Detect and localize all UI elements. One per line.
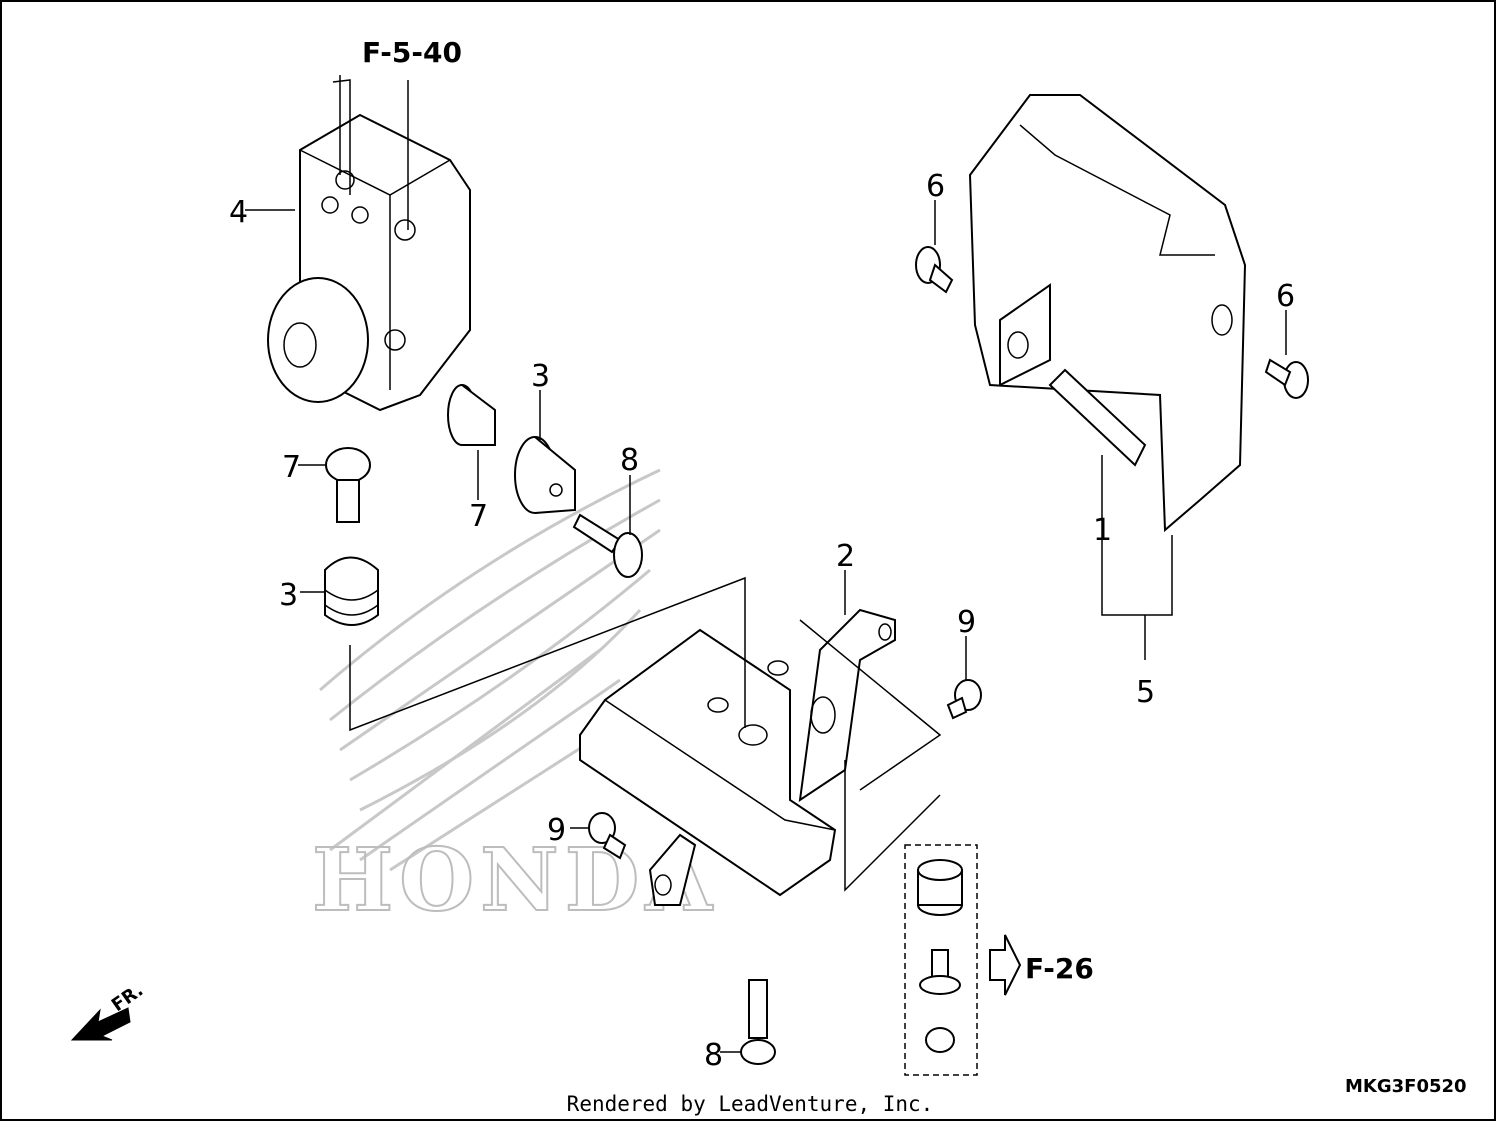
collar-part-7[interactable] (447, 384, 496, 446)
callout-7-right: 7 (469, 499, 488, 534)
screw-part-6-left[interactable] (915, 246, 954, 294)
callout-7-left: 7 (282, 450, 301, 485)
damper-part-3-lower[interactable] (324, 556, 379, 626)
bolt-part-8-lower[interactable] (740, 979, 776, 1065)
leader-lines (245, 75, 1287, 1053)
callout-3-upper: 3 (531, 359, 550, 394)
callout-5: 5 (1136, 675, 1155, 710)
callout-9-right: 9 (957, 605, 976, 640)
ref-callout-right: F-26 (1025, 952, 1094, 985)
callout-4: 4 (229, 195, 248, 230)
callout-6-right: 6 (1276, 279, 1295, 314)
honda-wing-watermark (319, 468, 661, 872)
bolt-part-8-upper[interactable] (572, 513, 643, 578)
mount-rubber[interactable] (917, 859, 963, 916)
front-direction-arrow-icon (70, 1007, 131, 1041)
bolt-part-9-left[interactable] (588, 812, 627, 860)
callout-8-upper: 8 (620, 443, 639, 478)
mount-collar[interactable] (919, 949, 961, 995)
ref-callout-top: F-5-40 (362, 36, 462, 69)
abs-cover-part-5[interactable] (968, 94, 1247, 533)
bolt-part-7-lower[interactable] (325, 447, 371, 523)
diagram-code: MKG3F0520 (1345, 1076, 1467, 1097)
honda-watermark-text: HONDA (312, 830, 718, 931)
mount-rubber-group-box (904, 844, 978, 1076)
callout-8-lower: 8 (704, 1038, 723, 1073)
front-direction-label: FR. (108, 980, 147, 1016)
abs-bracket-part-2[interactable] (579, 608, 896, 906)
callout-2: 2 (836, 539, 855, 574)
render-credit: Rendered by LeadVenture, Inc. (566, 1092, 934, 1116)
callout-9-left: 9 (547, 813, 566, 848)
callout-6-left: 6 (926, 169, 945, 204)
bolt-part-9-right[interactable] (946, 679, 982, 720)
callout-1: 1 (1093, 513, 1112, 548)
abs-modulator-part-4[interactable] (267, 113, 471, 412)
mount-nut[interactable] (925, 1027, 955, 1053)
ref-arrow-icon (989, 934, 1022, 996)
damper-part-3-upper[interactable] (514, 436, 576, 514)
callout-3-lower: 3 (279, 578, 298, 613)
screw-part-6-right[interactable] (1264, 358, 1309, 399)
